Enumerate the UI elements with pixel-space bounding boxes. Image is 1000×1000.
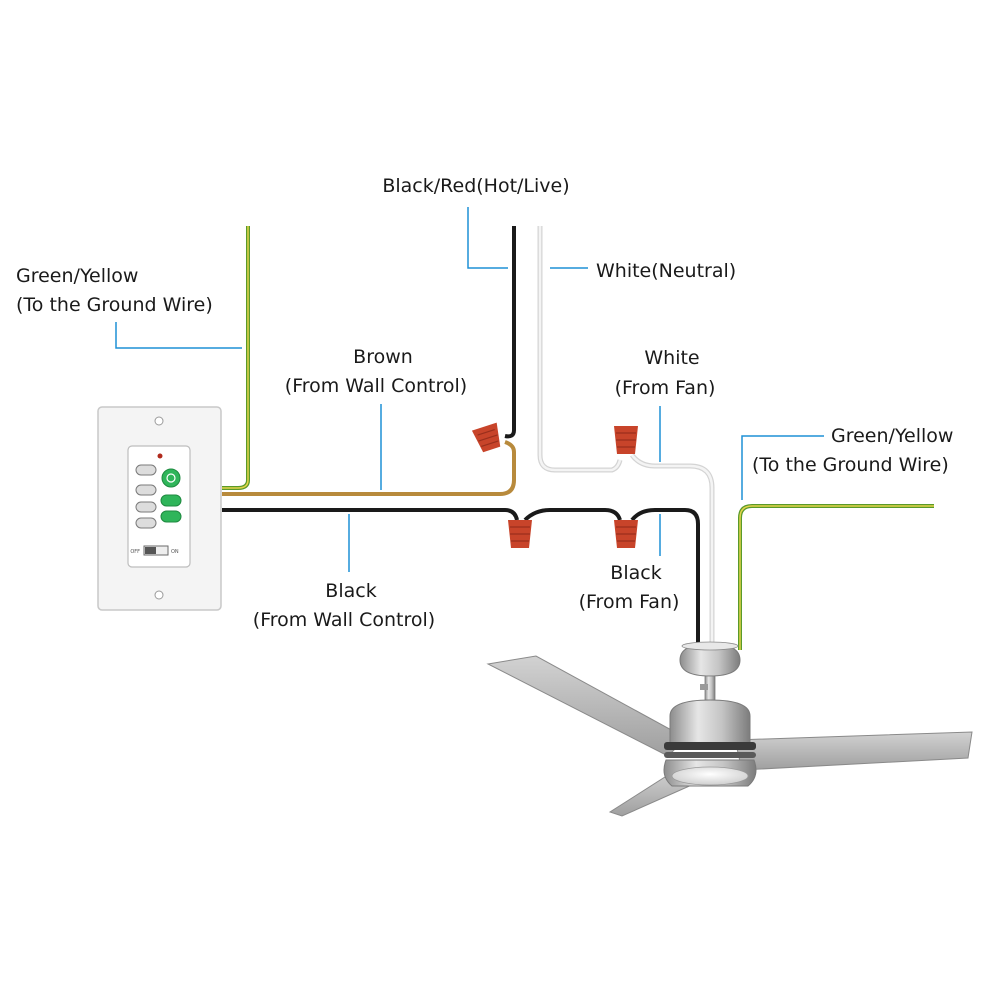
plate-screw-top — [154, 416, 164, 426]
fan-low-button[interactable] — [135, 501, 157, 513]
fan-motor-housing — [669, 699, 751, 749]
ceiling-fan-icon — [486, 641, 973, 817]
label-neutral: White(Neutral) — [596, 260, 736, 282]
fan-light-lens — [671, 766, 749, 786]
black-fan-wire — [630, 508, 700, 650]
label-white-fan-line1: White — [644, 347, 699, 369]
fan-blade-left — [486, 655, 687, 757]
wire-nut-icon — [614, 426, 638, 454]
power-button[interactable] — [161, 468, 181, 488]
fan-blade-right — [734, 731, 973, 771]
wire-nut-icon — [471, 422, 501, 453]
label-ground-left-line2: (To the Ground Wire) — [16, 294, 213, 316]
leader-lines — [115, 207, 824, 572]
brown-wire — [222, 440, 516, 496]
leader-ground-left — [115, 322, 242, 349]
black-wire-wall — [222, 508, 519, 521]
label-hot-live: Black/Red(Hot/Live) — [382, 175, 569, 197]
slide-switch-knob — [145, 547, 156, 554]
label-black-wall-line1: Black — [325, 580, 376, 602]
label-black-fan-line2: (From Fan) — [579, 591, 680, 613]
wire-nut-icon — [508, 520, 532, 548]
label-ground-right-line1: Green/Yellow — [831, 425, 953, 447]
plate-screw-bottom — [154, 590, 164, 600]
label-black-fan-line1: Black — [610, 562, 661, 584]
black-hot-wire — [504, 226, 516, 439]
ground-wire-right — [738, 504, 934, 650]
label-black-wall-line2: (From Wall Control) — [253, 609, 435, 631]
black-connector-wire — [523, 508, 622, 522]
switch-on-label: ON — [171, 549, 179, 555]
light-up-button[interactable] — [160, 494, 182, 507]
leader-ground-right — [741, 435, 824, 500]
ground-wire-left — [222, 226, 250, 490]
switch-off-label: OFF — [130, 549, 140, 555]
fan-medium-button[interactable] — [135, 484, 157, 496]
wires — [222, 226, 934, 650]
label-ground-right-line2: (To the Ground Wire) — [752, 454, 949, 476]
labels: Black/Red(Hot/Live) White(Neutral) Green… — [16, 175, 953, 631]
fan-high-button[interactable] — [135, 464, 157, 476]
wall-control-icon: OFF ON — [97, 406, 222, 611]
fan-off-button[interactable] — [135, 517, 157, 529]
light-down-button[interactable] — [160, 510, 182, 523]
label-brown-line2: (From Wall Control) — [285, 375, 467, 397]
wire-nut-icon — [614, 520, 638, 548]
indicator-led — [157, 453, 163, 459]
leader-hot — [467, 207, 508, 269]
label-white-fan-line2: (From Fan) — [615, 377, 716, 399]
label-brown-line1: Brown — [353, 346, 413, 368]
label-ground-left-line1: Green/Yellow — [16, 265, 138, 287]
